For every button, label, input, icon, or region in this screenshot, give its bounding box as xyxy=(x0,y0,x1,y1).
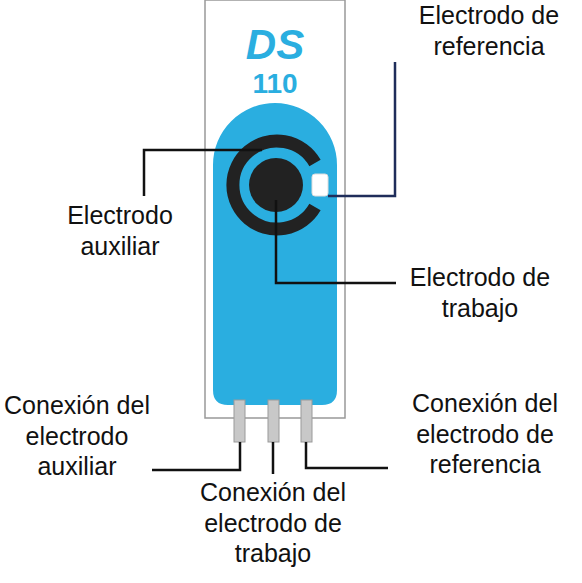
leader-line xyxy=(306,442,388,468)
auxiliary-electrode xyxy=(233,141,315,229)
part-label: Electrodo de referencia xyxy=(400,0,578,61)
reference-electrode xyxy=(312,174,328,196)
leader-line xyxy=(328,62,395,196)
brand-logo: DS xyxy=(205,24,345,66)
part-label: Electrodo auxiliar xyxy=(40,200,200,261)
leader-line xyxy=(276,200,396,283)
part-label: Electrodo de trabajo xyxy=(400,262,560,323)
connection-label: Conexión del electrodo auxiliar xyxy=(2,390,152,482)
connection-label: Conexión del electrodo de referencia xyxy=(390,388,580,480)
leader-line xyxy=(144,150,262,196)
leader-line xyxy=(152,442,240,470)
connection-label: Conexión del electrodo de trabajo xyxy=(168,477,378,569)
pin xyxy=(268,400,279,442)
pin xyxy=(301,400,312,442)
model-number: 110 xyxy=(205,70,345,98)
pin xyxy=(234,400,245,442)
leader-line xyxy=(272,442,275,474)
